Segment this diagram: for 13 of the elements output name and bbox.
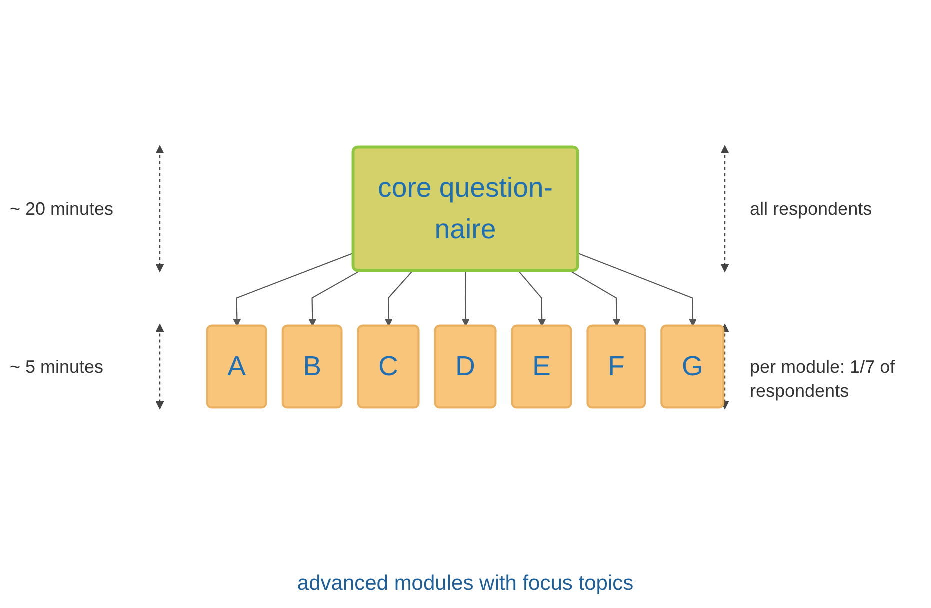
- caption: advanced modules with focus topics: [296, 572, 635, 596]
- dimension-label: ~ 20 minutes: [10, 198, 114, 221]
- dimension-label: per module: 1/7 of respondents: [750, 356, 896, 403]
- arrow: [518, 270, 546, 327]
- flowchart: core question-naire A B C D E F G: [200, 0, 731, 555]
- dimension-label: all respondents: [750, 198, 872, 221]
- arrow: [308, 270, 360, 327]
- arrow: [384, 270, 414, 327]
- arrow: [462, 271, 470, 327]
- dimension-label: ~ 5 minutes: [10, 356, 104, 379]
- arrow: [570, 270, 621, 327]
- arrow: [233, 252, 354, 327]
- arrow: [578, 253, 698, 327]
